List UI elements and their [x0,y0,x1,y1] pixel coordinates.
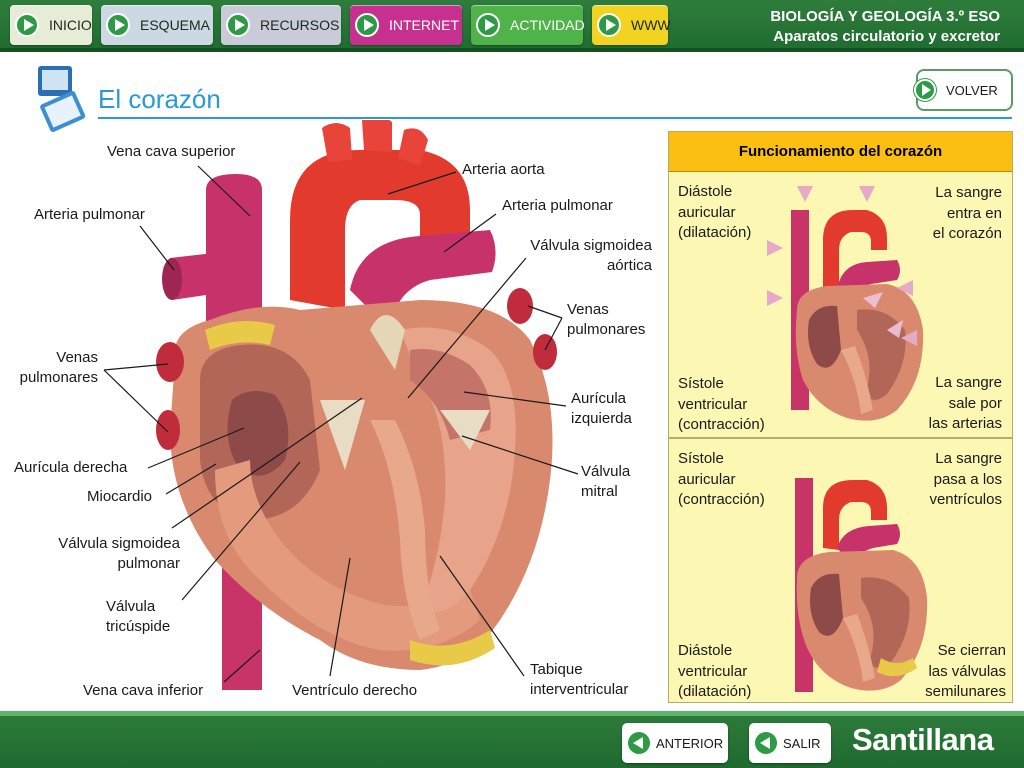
exit-label: SALIR [783,735,821,751]
back-label: VOLVER [946,82,998,98]
play-arrow-icon [914,79,936,101]
panel-divider [669,437,1012,439]
text-se-cierran-valvulas: Se cierran las válvulas semilunares [925,642,1006,700]
label-valvula-tricuspide: Válvula tricúspide [106,598,171,635]
course-subject: BIOLOGÍA Y GEOLOGÍA 3.º ESO [770,8,1000,25]
nav-label: INICIO [49,17,92,33]
nav-label: ACTIVIDAD [510,17,585,33]
exit-button[interactable]: SALIR [749,723,831,763]
mini-heart-systole-illustration [795,478,928,692]
nav-button-internet[interactable]: INTERNET [350,5,462,45]
nav-label: WWW [631,17,671,33]
label-venas-pulmonares-left: Venas pulmonares [19,349,98,386]
play-arrow-icon [355,13,379,37]
mini-heart-diastole-illustration [767,186,924,421]
nav-button-recursos[interactable]: RECURSOS [221,5,341,45]
label-valvula-sigmoidea-pulmonar: Válvula sigmoidea pulmonar [58,535,180,572]
previous-button[interactable]: ANTERIOR [622,723,728,763]
play-arrow-icon [226,13,250,37]
label-auricula-derecha: Aurícula derecha [14,459,128,476]
back-button[interactable]: VOLVER [914,69,1013,111]
label-ventriculo-derecho: Ventrículo derecho [292,682,418,699]
course-unit: Aparatos circulatorio y excretor [773,28,1000,45]
title-underline [98,117,1012,119]
text-sangre-entra: La sangre entra en el corazón [932,184,1002,242]
label-venas-pulmonares-right: Venas pulmonares [567,301,646,338]
text-sangre-pasa: La sangre pasa a los ventrículos [929,450,1002,508]
brand-logo: Santillana [852,722,994,757]
text-diastole-auricular: Diástole auricular (dilatación) [678,183,752,241]
nav-button-esquema[interactable]: ESQUEMA [101,5,213,45]
label-arteria-pulmonar-left: Arteria pulmonar [34,206,145,223]
back-arrow-icon [628,732,650,754]
text-sistole-auricular: Sístole auricular (contracción) [678,450,765,508]
panel-title: Funcionamiento del corazón [669,132,1012,172]
text-sistole-ventricular: Sístole ventricular (contracción) [678,375,765,433]
text-diastole-ventricular: Diástole ventricular (dilatación) [678,642,752,700]
label-vena-cava-inferior: Vena cava inferior [83,682,204,699]
screen-icon [38,66,86,132]
label-arteria-pulmonar-right: Arteria pulmonar [502,197,613,214]
nav-label: INTERNET [389,17,459,33]
label-vena-cava-superior: Vena cava superior [107,143,236,160]
course-heading: BIOLOGÍA Y GEOLOGÍA 3.º ESO Aparatos cir… [770,7,1000,47]
nav-button-www[interactable]: WWW [592,5,671,45]
nav-label: RECURSOS [260,17,340,33]
back-arrow-icon [755,732,777,754]
label-arteria-aorta: Arteria aorta [462,161,545,178]
nav-button-actividad[interactable]: ACTIVIDAD [471,5,585,45]
page-title: El corazón [98,84,221,114]
label-miocardio: Miocardio [87,488,153,505]
text-sangre-sale: La sangre sale por las arterias [928,374,1002,432]
label-tabique-interventricular: Tabique interventricular [530,661,629,698]
label-valvula-mitral: Válvula mitral [581,463,631,500]
nav-button-inicio[interactable]: INICIO [10,5,92,45]
play-arrow-icon [597,13,621,37]
label-auricula-izquierda: Aurícula izquierda [571,390,632,427]
bottom-bar [0,711,1024,768]
heart-cross-section-illustration [103,120,579,690]
heart-function-panel: Funcionamiento del corazón Diástole auri… [668,131,1013,703]
label-valvula-sigmoidea-aortica: Válvula sigmoidea aórtica [530,237,652,274]
previous-label: ANTERIOR [656,735,724,751]
play-arrow-icon [476,13,500,37]
nav-label: ESQUEMA [140,17,211,33]
play-arrow-icon [15,13,39,37]
play-arrow-icon [106,13,130,37]
